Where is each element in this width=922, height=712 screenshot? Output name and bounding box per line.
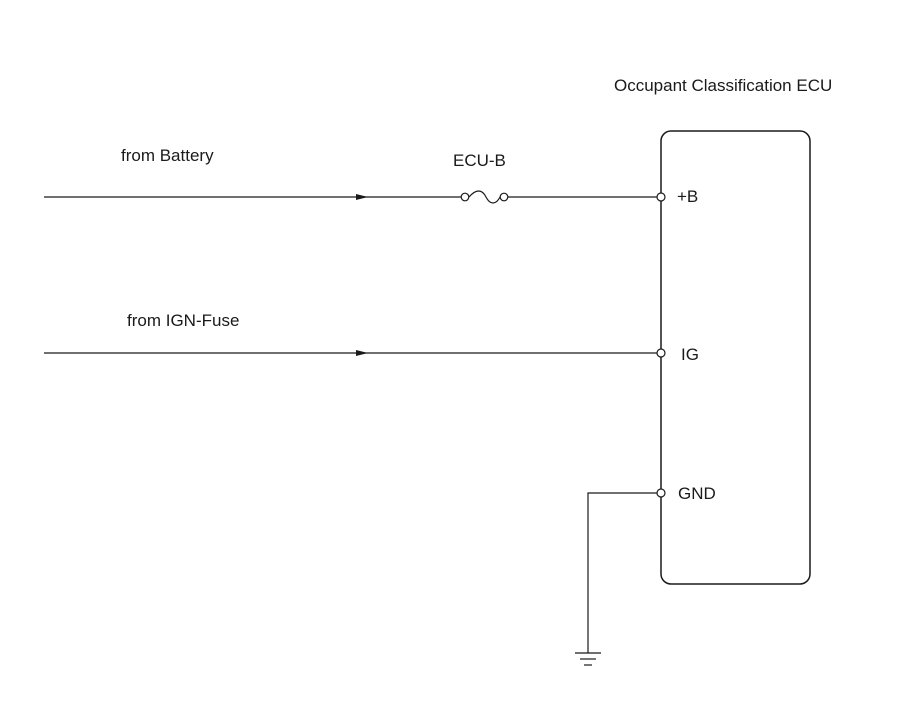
terminal-b-label: +B xyxy=(677,187,698,206)
fuse-symbol xyxy=(460,190,509,204)
ground-icon xyxy=(575,652,601,666)
terminal-b-connector xyxy=(656,192,666,202)
terminal-gnd-label: GND xyxy=(678,484,716,503)
terminal-ig-label: IG xyxy=(681,345,699,364)
terminal-ig-connector xyxy=(656,348,666,358)
gnd-wire xyxy=(587,492,657,653)
ign-wire-arrow xyxy=(356,350,368,356)
ign-source-label: from IGN-Fuse xyxy=(127,311,239,330)
fuse-label: ECU-B xyxy=(453,151,506,170)
terminal-gnd-connector xyxy=(656,488,666,498)
ecu-title: Occupant Classification ECU xyxy=(614,76,832,95)
battery-wire-arrow xyxy=(356,194,368,200)
battery-source-label: from Battery xyxy=(121,146,214,165)
